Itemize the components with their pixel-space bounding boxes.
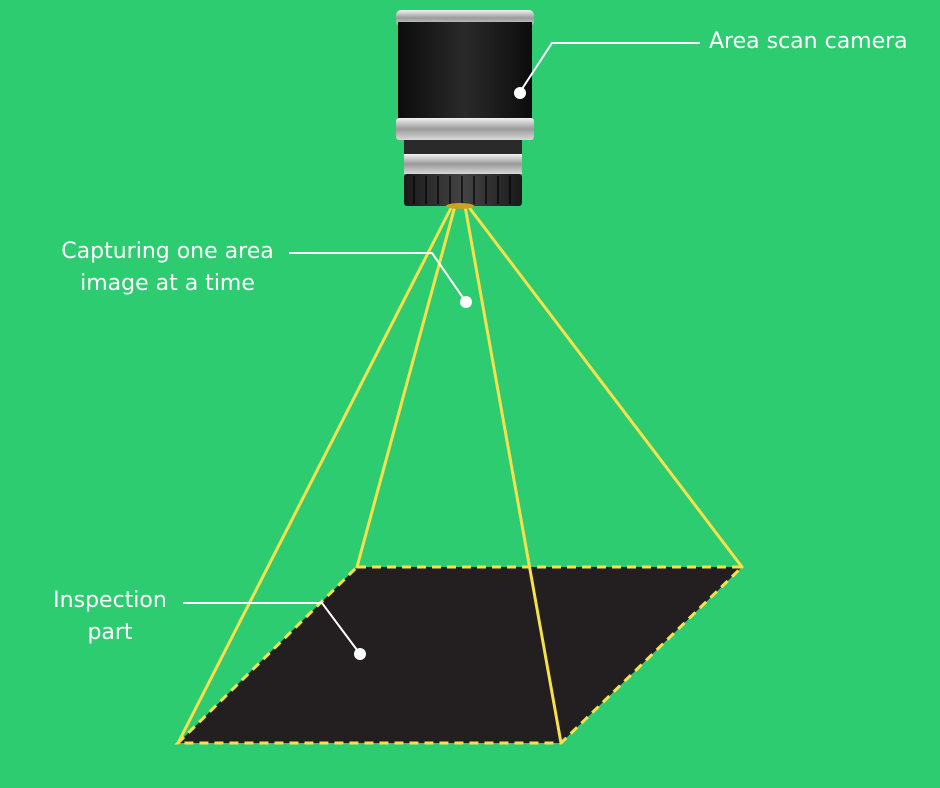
capture-label-line-2: image at a time <box>80 271 255 296</box>
leader-lines <box>183 42 700 655</box>
capture-pointer-dot <box>460 296 472 308</box>
camera-pointer-dot <box>514 87 526 99</box>
inspection-part-label: Inspection part <box>40 585 180 649</box>
inspection-part <box>174 565 746 745</box>
part-label-line-2: part <box>87 620 133 645</box>
part-label-line-1: Inspection <box>53 588 167 613</box>
area-scan-camera <box>396 10 534 209</box>
part-leader <box>183 602 361 655</box>
field-of-view-beam <box>176 204 744 745</box>
camera-label: Area scan camera <box>709 26 908 58</box>
capture-label: Capturing one area image at a time <box>40 236 295 300</box>
part-pointer-dot <box>354 648 366 660</box>
capture-leader <box>289 252 467 303</box>
capture-label-line-1: Capturing one area <box>61 239 274 264</box>
camera-leader <box>519 42 700 93</box>
camera-label-text: Area scan camera <box>709 29 908 54</box>
